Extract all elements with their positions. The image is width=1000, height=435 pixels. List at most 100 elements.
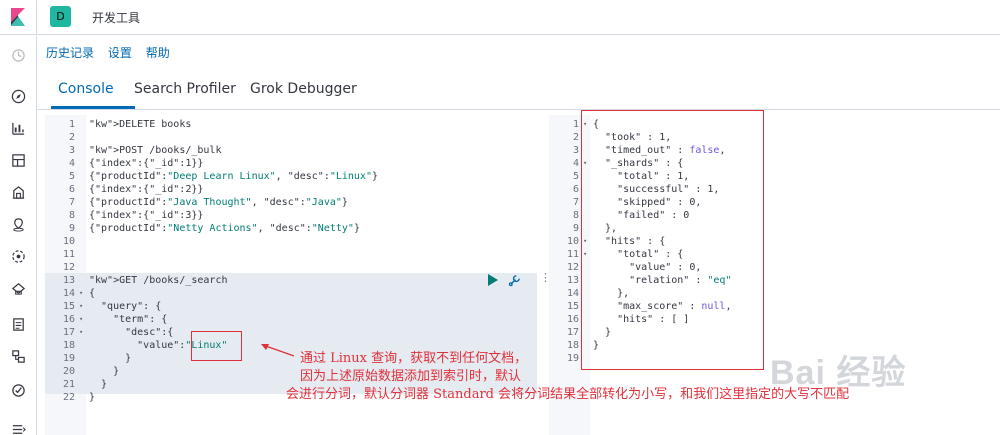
line-number: 6 <box>572 184 579 195</box>
logs-icon[interactable] <box>11 317 26 332</box>
code-text: {"productId":"Java Thought", "desc":"Jav… <box>89 197 348 208</box>
code-text: } <box>89 353 132 364</box>
line-number: 12 <box>62 262 75 273</box>
annotation-line-1: 通过 Linux 查询，获取不到任何文档， <box>300 351 528 366</box>
canvas-icon[interactable] <box>11 185 26 200</box>
top-header: D 开发工具 <box>0 0 1000 35</box>
line-number: 13 <box>566 275 579 286</box>
annotation-line-3: 会进行分词，默认分词器 Standard 会将分词结果全部转化为小写，和我们这里… <box>286 387 850 402</box>
output-body <box>590 115 1000 435</box>
code-text: "timed_out" : false, <box>593 145 726 156</box>
code-text: "value" : 0, <box>593 262 702 273</box>
active-request-highlight <box>45 273 537 394</box>
annotation-box-response <box>581 110 764 370</box>
line-number: 14 <box>566 288 579 299</box>
fold-toggle-icon[interactable]: ▾ <box>79 328 84 336</box>
line-number: 15 <box>566 301 579 312</box>
tab-console[interactable]: Console <box>58 81 114 97</box>
code-text: {"productId":"Netty Actions", "desc":"Ne… <box>89 223 360 234</box>
line-number: 4 <box>572 158 579 169</box>
annotation-arrow <box>261 344 295 357</box>
tab-active-indicator <box>51 106 135 109</box>
line-number: 16 <box>62 314 75 325</box>
code-text: } <box>89 379 108 390</box>
send-request-play-icon[interactable] <box>488 274 498 286</box>
discover-compass-icon[interactable] <box>11 89 26 104</box>
fold-toggle-icon[interactable]: ▾ <box>79 302 84 310</box>
ml-icon[interactable] <box>11 249 26 264</box>
response-output: 1▾{2 "took" : 1,3 "timed_out" : false,4▾… <box>549 115 1000 435</box>
code-text: "hits" : [ ] <box>593 314 690 325</box>
code-text: "total" : 1, <box>593 171 690 182</box>
line-number: 3 <box>572 145 579 156</box>
line-number: 9 <box>572 223 579 234</box>
code-text: }, <box>593 223 618 234</box>
code-text: "kw">GET /books/_search <box>89 275 228 286</box>
fold-toggle-icon[interactable]: ▾ <box>79 315 84 323</box>
line-number: 19 <box>62 353 75 364</box>
app-title: 开发工具 <box>92 11 141 25</box>
output-gutter <box>549 115 590 435</box>
dashboard-icon[interactable] <box>11 153 26 168</box>
code-text: "kw">DELETE books <box>89 119 192 130</box>
line-number: 11 <box>62 249 75 260</box>
code-text: } <box>89 392 96 403</box>
code-text: {"index":{"_id":3}} <box>89 210 204 221</box>
side-navigation <box>0 36 37 435</box>
menu-history[interactable]: 历史记录 <box>46 46 95 60</box>
request-options-wrench-icon[interactable] <box>508 274 521 287</box>
tab-grok-debugger[interactable]: Grok Debugger <box>250 81 357 97</box>
tab-search-profiler[interactable]: Search Profiler <box>134 81 236 97</box>
code-text: } <box>593 327 612 338</box>
collapse-menu-icon[interactable] <box>11 422 26 435</box>
code-text: "hits" : { <box>593 236 666 247</box>
infrastructure-icon[interactable] <box>11 281 26 296</box>
code-text: "relation" : "eq" <box>593 275 732 286</box>
line-number: 11 <box>566 249 579 260</box>
line-number: 12 <box>566 262 579 273</box>
line-number: 21 <box>62 379 75 390</box>
code-text: "desc":{ <box>89 327 174 338</box>
console-menu: 历史记录 设置 帮助 <box>46 44 180 61</box>
fold-toggle-icon[interactable]: ▾ <box>583 237 588 245</box>
code-text: "_shards" : { <box>593 158 684 169</box>
line-number: 2 <box>572 132 579 143</box>
line-number: 22 <box>62 392 75 403</box>
kibana-logo-icon[interactable] <box>9 8 27 26</box>
menu-help[interactable]: 帮助 <box>145 46 170 60</box>
header-divider <box>36 0 37 35</box>
recent-clock-icon[interactable] <box>11 48 26 63</box>
code-text: { <box>593 119 600 130</box>
maps-pin-icon[interactable] <box>11 217 26 232</box>
code-text: "term": { <box>89 314 168 325</box>
code-text: } <box>89 366 120 377</box>
code-text: "skipped" : 0, <box>593 197 702 208</box>
code-text: "kw">POST /books/_bulk <box>89 145 222 156</box>
space-avatar[interactable]: D <box>50 6 71 27</box>
menu-settings[interactable]: 设置 <box>107 46 132 60</box>
code-text: {"productId":"Deep Learn Linux", "desc":… <box>89 171 379 182</box>
line-number: 7 <box>572 197 579 208</box>
fold-toggle-icon[interactable]: ▾ <box>583 250 588 258</box>
line-number: 18 <box>62 340 75 351</box>
code-text: "max_score" : null, <box>593 301 732 312</box>
fold-toggle-icon[interactable]: ▾ <box>583 120 588 128</box>
fold-toggle-icon[interactable]: ▾ <box>79 289 84 297</box>
panel-resize-handle[interactable]: ⋮ <box>540 271 551 284</box>
line-number: 17 <box>566 327 579 338</box>
line-number: 6 <box>68 184 75 195</box>
annotation-text: 通过 Linux 查询，获取不到任何文档， 因为上述原始数据添加到索引时，默认 … <box>286 350 1000 404</box>
uptime-icon[interactable] <box>11 383 26 398</box>
line-number: 2 <box>68 132 75 143</box>
annotation-line-2: 因为上述原始数据添加到索引时，默认 <box>300 369 522 384</box>
line-number: 3 <box>68 145 75 156</box>
code-text: "query": { <box>89 301 162 312</box>
apm-icon[interactable] <box>11 349 26 364</box>
visualize-chart-icon[interactable] <box>11 121 26 136</box>
line-number: 8 <box>572 210 579 221</box>
line-number: 5 <box>68 171 75 182</box>
watermark-logo: Bai 经验 <box>770 354 907 392</box>
fold-toggle-icon[interactable]: ▾ <box>583 159 588 167</box>
line-number: 18 <box>566 340 579 351</box>
